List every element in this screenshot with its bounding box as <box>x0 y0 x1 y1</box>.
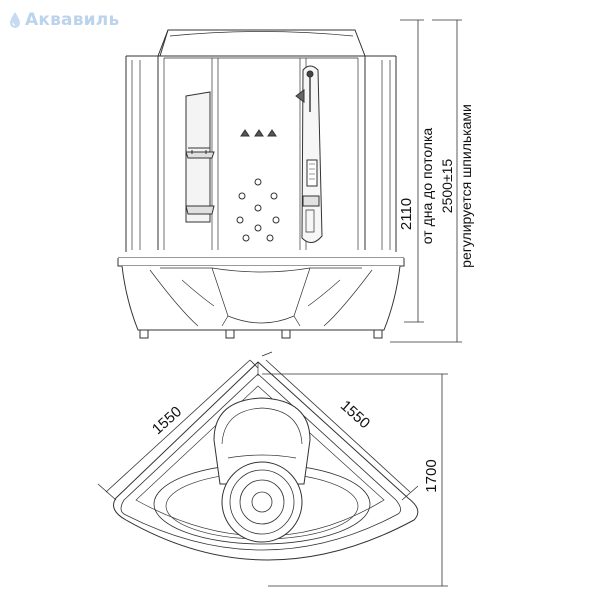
plan-dimensions <box>97 351 448 587</box>
brand-logo: Аквавиль <box>8 9 119 31</box>
ceiling-height-label: 2500±15 <box>439 159 455 214</box>
plan-view <box>113 361 419 561</box>
brand-name: Аквавиль <box>25 10 120 30</box>
front-dimensions <box>390 19 462 343</box>
water-drop-icon <box>10 12 20 28</box>
plan-depth-label: 1700 <box>423 459 440 492</box>
front-view <box>117 29 405 339</box>
plan-right-side-label: 1550 <box>337 397 373 432</box>
adjust-note: регулируется шпильками <box>458 104 474 268</box>
height-label: 2110 <box>398 198 415 230</box>
plan-left-side-label: 1550 <box>149 403 185 438</box>
ceiling-note: от дна до потолка <box>419 128 435 245</box>
